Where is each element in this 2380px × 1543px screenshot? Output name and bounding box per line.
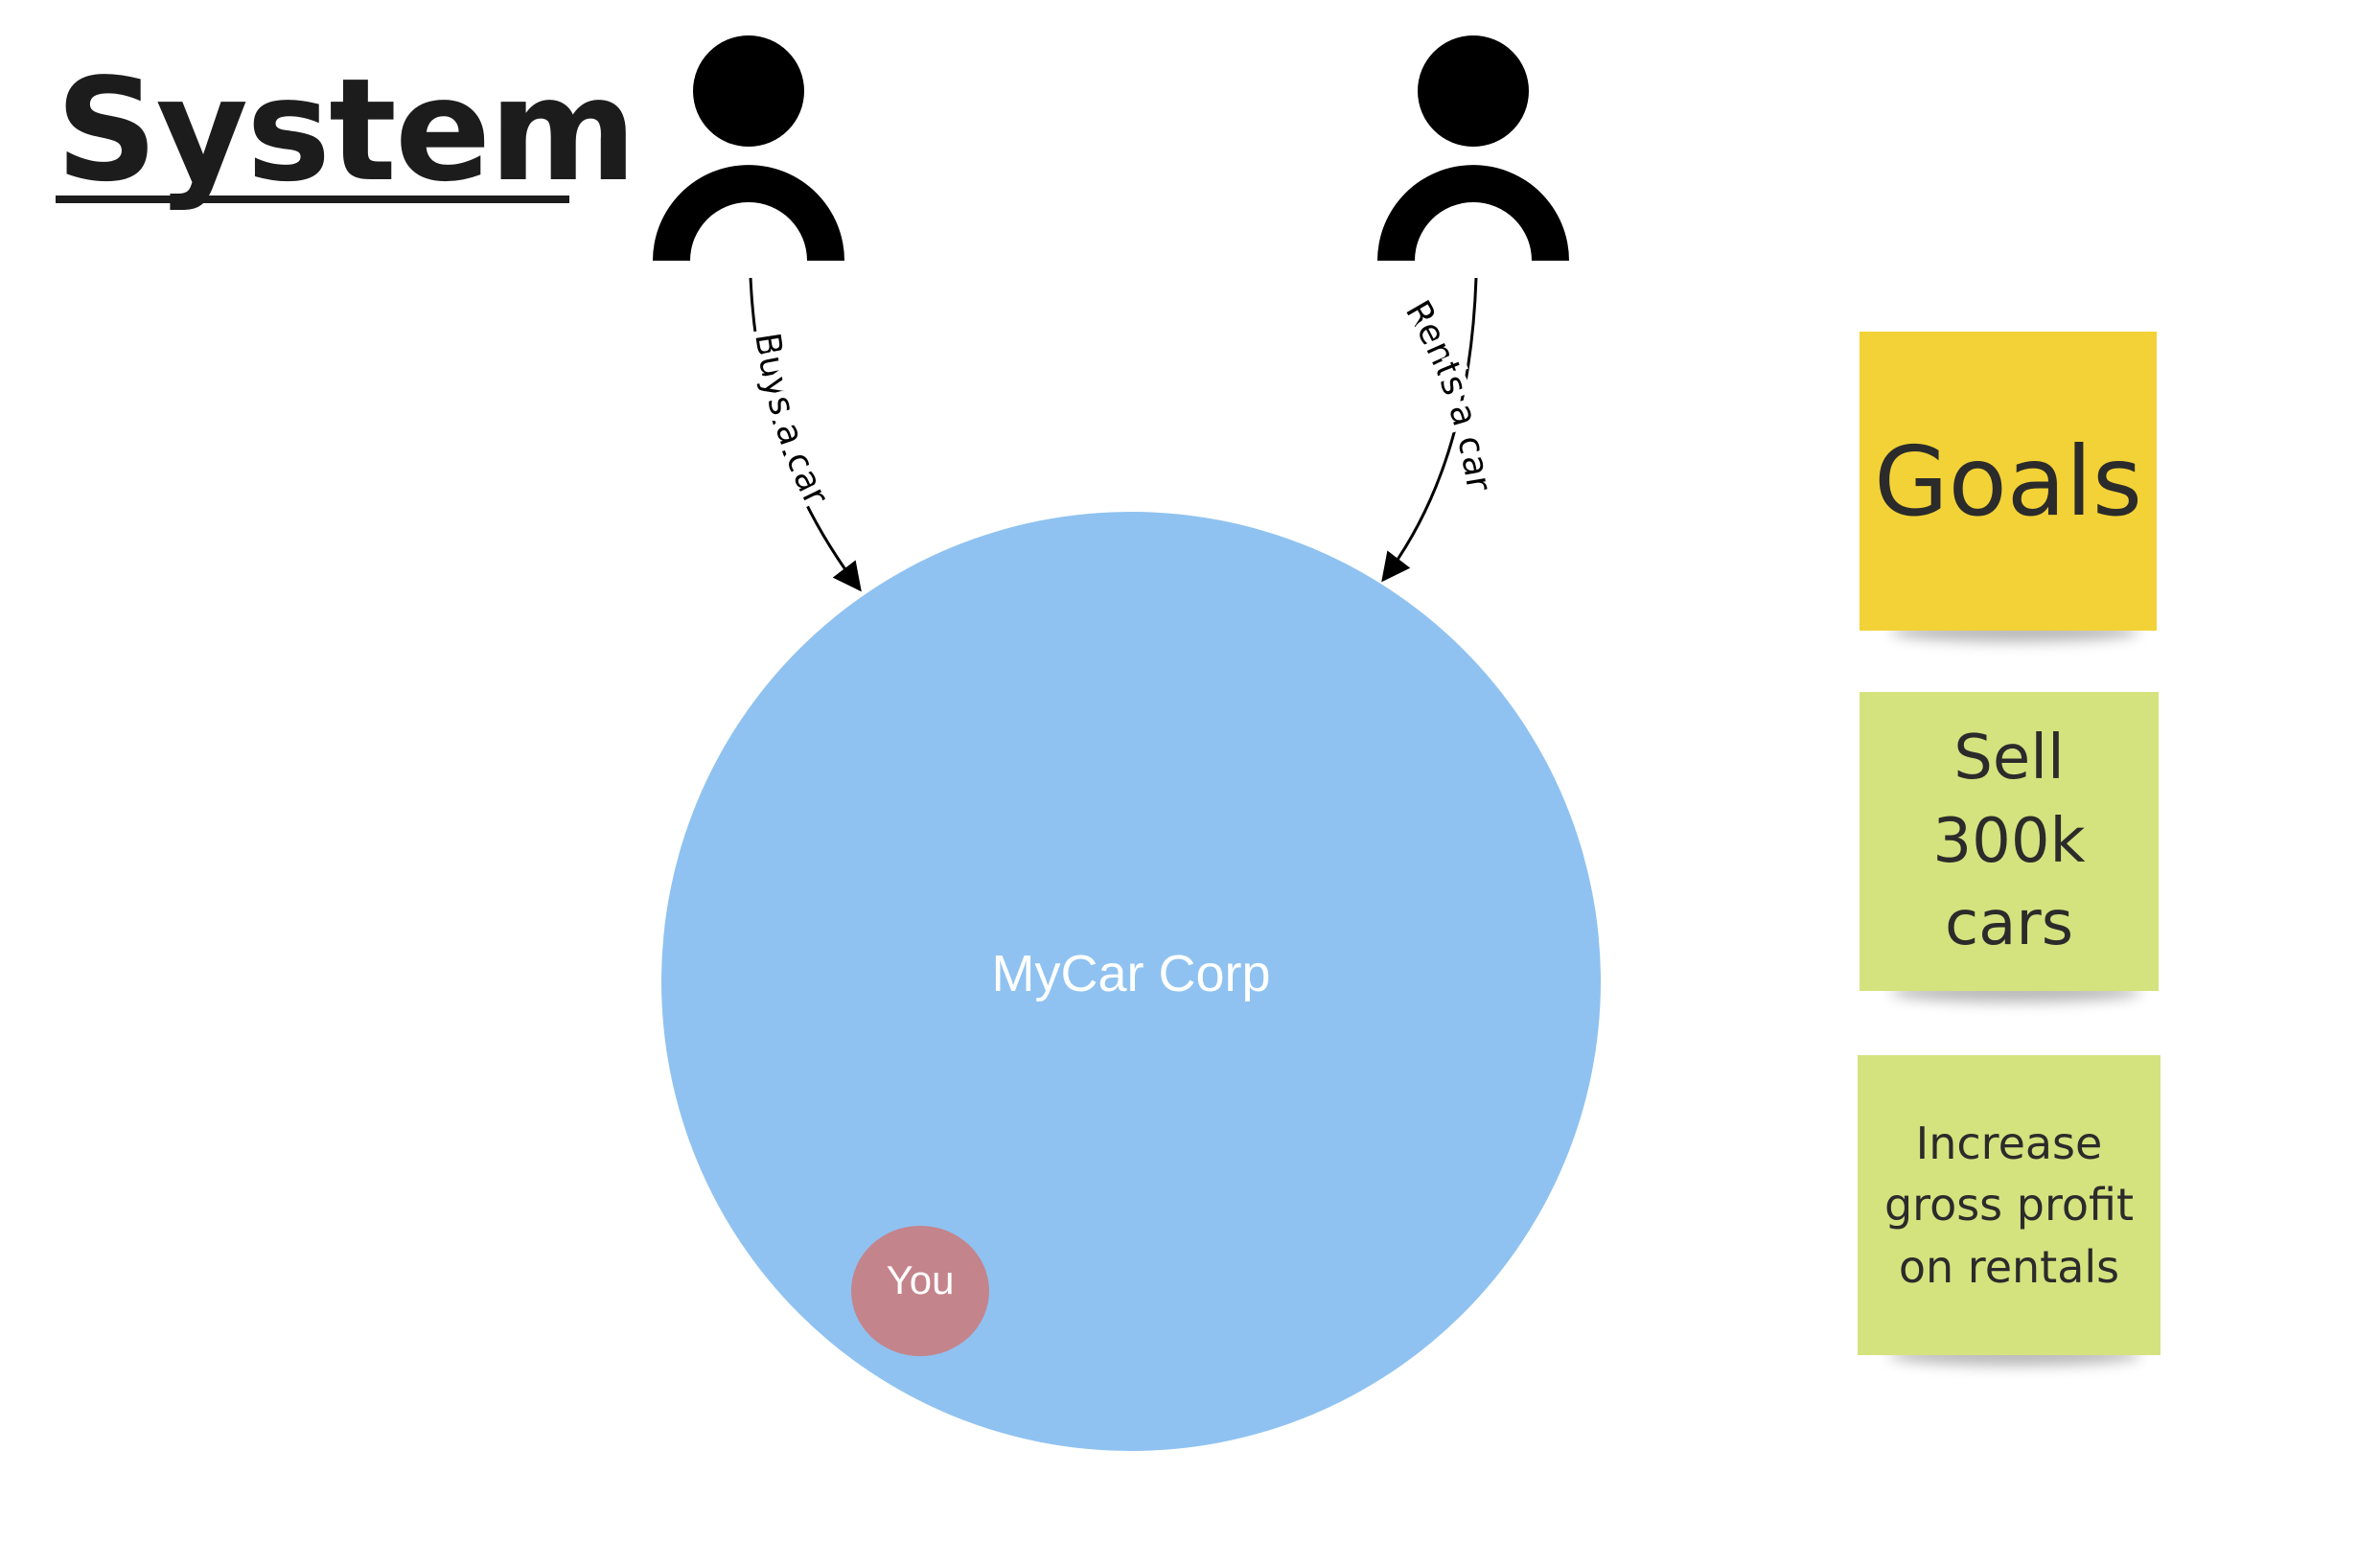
sticky-text: Goals [1874, 425, 2142, 538]
sticky-line: cars [1944, 888, 2074, 960]
you-circle[interactable] [851, 1226, 989, 1356]
person-icon [1377, 35, 1569, 261]
person-icon [653, 35, 844, 261]
sticky-line: 300k [1932, 805, 2086, 877]
title-underline [56, 196, 569, 203]
rents-arrow[interactable] [1381, 277, 1478, 583]
system-label: MyCar Corp [991, 945, 1271, 1002]
page-title: System [56, 48, 636, 213]
you-label: You [886, 1257, 955, 1302]
sticky-line: gross profit [1883, 1179, 2135, 1232]
relation-text: Rents a car [1391, 288, 1505, 500]
sticky-goal-increase[interactable]: Increase gross profit on rentals [1858, 1055, 2160, 1355]
relation-label-rents: Rents a car [1398, 294, 1498, 494]
system-circle[interactable] [661, 512, 1601, 1451]
sticky-line: Increase [1915, 1117, 2103, 1169]
buys-arrow[interactable] [749, 277, 862, 592]
relation-text: Buys a car [740, 324, 843, 518]
sticky-line: on rentals [1898, 1240, 2120, 1293]
sticky-line: Sell [1953, 723, 2065, 795]
sticky-goals-header[interactable]: Goals [1860, 332, 2157, 631]
relation-label-buys: Buys a car [747, 331, 836, 512]
sticky-goal-sell[interactable]: Sell 300k cars [1860, 692, 2159, 991]
